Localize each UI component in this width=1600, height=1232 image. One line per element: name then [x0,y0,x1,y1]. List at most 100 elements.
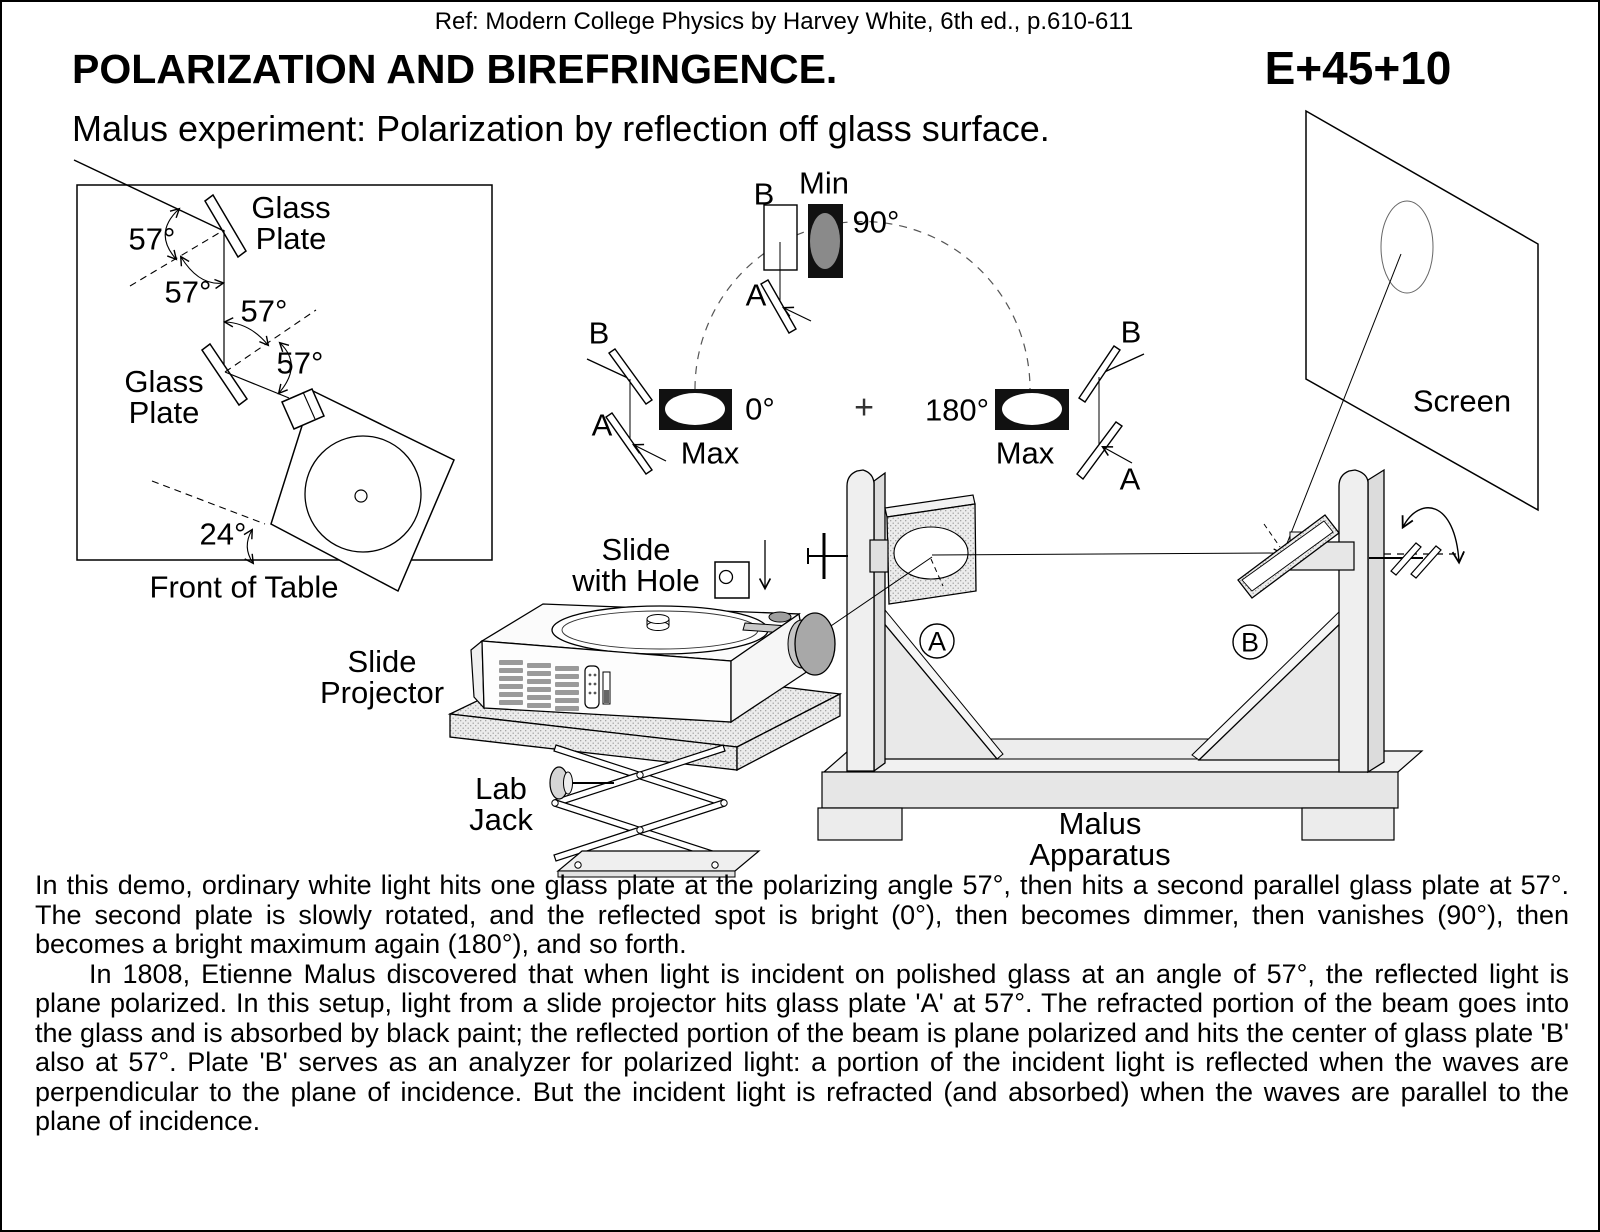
plate-a-window [893,526,969,580]
jack-pin-1 [574,861,582,869]
slide-projector-line1: Slide [347,644,417,679]
max-left-label: Max [680,435,740,471]
paragraph-2: In 1808, Etienne Malus discovered that w… [35,958,1569,1136]
projector-topview-knob [354,489,368,503]
glass-plate-lower-shape [200,342,249,407]
jack-pivot-4 [720,799,728,807]
circle-a [919,623,955,659]
foot-left [817,807,903,841]
platform-right [736,692,841,772]
incident-arrow-top [782,306,812,322]
min-label: Min [799,165,849,201]
slide-projector-label: Slide Projector [320,646,444,708]
glass-lower-line1: Glass [124,364,204,399]
upright-left-side [873,471,886,773]
a-right-label: A [1119,461,1141,497]
upright-right-front [1338,469,1369,773]
ray-b-to-screen [1283,253,1402,552]
angle-label-24: 24° [199,516,247,552]
jack-base-plate [556,850,761,872]
lab-jack-line2: Jack [469,802,533,837]
angle-label-3: 57° [240,293,288,329]
screen-group [1283,109,1539,552]
rotation-arc-dashed [694,220,1031,390]
normal-dashed-b [1263,523,1281,548]
projector-topview-lens [281,388,325,430]
angle-label-2: 57° [164,274,212,310]
brace-right [1197,613,1350,761]
upright-right-side [1367,468,1385,774]
slide-hole-line2: with Hole [572,563,700,598]
b-top-label: B [753,176,775,212]
angle-arc-24 [243,528,255,565]
reflected-ray-right [1099,353,1145,375]
malus-apparatus-label: Malus Apparatus [1029,808,1170,870]
slide-icon-hole [718,569,734,585]
plate-b-left-shape [608,348,653,405]
beam-projector-to-a [824,556,933,631]
normal-dashed-a [930,558,944,587]
screen-spot [1380,200,1434,294]
glass-upper-line1: Glass [251,190,331,225]
angle-arc-2 [179,255,225,290]
malus-line1: Malus [1058,806,1142,841]
base-front [821,771,1399,809]
bright-spot-0deg [665,393,725,425]
jack-pivot-2 [636,826,644,834]
screen-shape [1305,109,1539,512]
incident-ray [73,159,225,232]
jack-pivot-3 [551,799,559,807]
projector-topview-lens-line [302,391,316,420]
a-left-label: A [591,407,613,443]
malus-line2: Apparatus [1029,837,1171,872]
control-pad [584,665,600,709]
upright-left-front [846,469,875,772]
reference-line: Ref: Modern College Physics by Harvey Wh… [434,8,1134,35]
lab-jack-line1: Lab [475,771,527,806]
slide-projector-line2: Projector [319,675,445,710]
plus-sign: + [854,388,874,427]
paragraph-1: In this demo, ordinary white light hits … [35,870,1569,959]
plate-a-left-shape [605,412,653,475]
angle-label-1: 57° [128,221,176,257]
malus-apparatus-group [807,468,1465,841]
table-topview-diagram [73,159,493,593]
plate-a-right-shape [1076,421,1123,481]
incident-arrow-left [632,443,667,462]
side-slider-fill [604,690,609,703]
jack-pin-2 [711,861,719,869]
plate-a-bracket [869,539,889,573]
max-right-label: Max [995,435,1055,471]
deg0-label: 0° [745,391,775,427]
side-slider [602,671,611,705]
jack-knob-hub [563,771,573,795]
jack-base-edge [557,870,736,878]
plate-b-right-shape [1078,345,1121,403]
deg90-label: 90° [852,204,900,240]
foot-right [1301,807,1395,841]
bright-spot-180deg [1002,393,1062,425]
projector-group [447,540,843,878]
normal-dashed-lower [224,309,317,373]
front-of-table-label: Front of Table [149,569,339,605]
carousel-knob-top [646,614,670,624]
glass-lower-line2: Plate [128,395,200,430]
slide-hole-line1: Slide [601,532,671,567]
plate-b-circled-label: B [1240,627,1260,658]
table-outline [76,184,493,561]
jack-pivot-1 [636,771,644,779]
angle-arc-1 [164,207,181,261]
incident-arrow-right [1101,445,1133,464]
glass-plate-upper-shape [204,193,247,259]
glass-plate-upper-label: Glass Plate [251,192,330,254]
rotation-arrow [1401,507,1465,565]
glass-plate-lower-label: Glass Plate [124,366,203,428]
dim-spot-90deg [810,213,840,269]
angle-arc-3 [222,317,270,347]
plate-a-circled-label: A [927,626,947,657]
demo-code: E+45+10 [1264,42,1452,94]
control-dots [588,673,597,695]
slide-with-hole-label: Slide with Hole [572,534,700,596]
reflected-ray-left [586,358,631,380]
